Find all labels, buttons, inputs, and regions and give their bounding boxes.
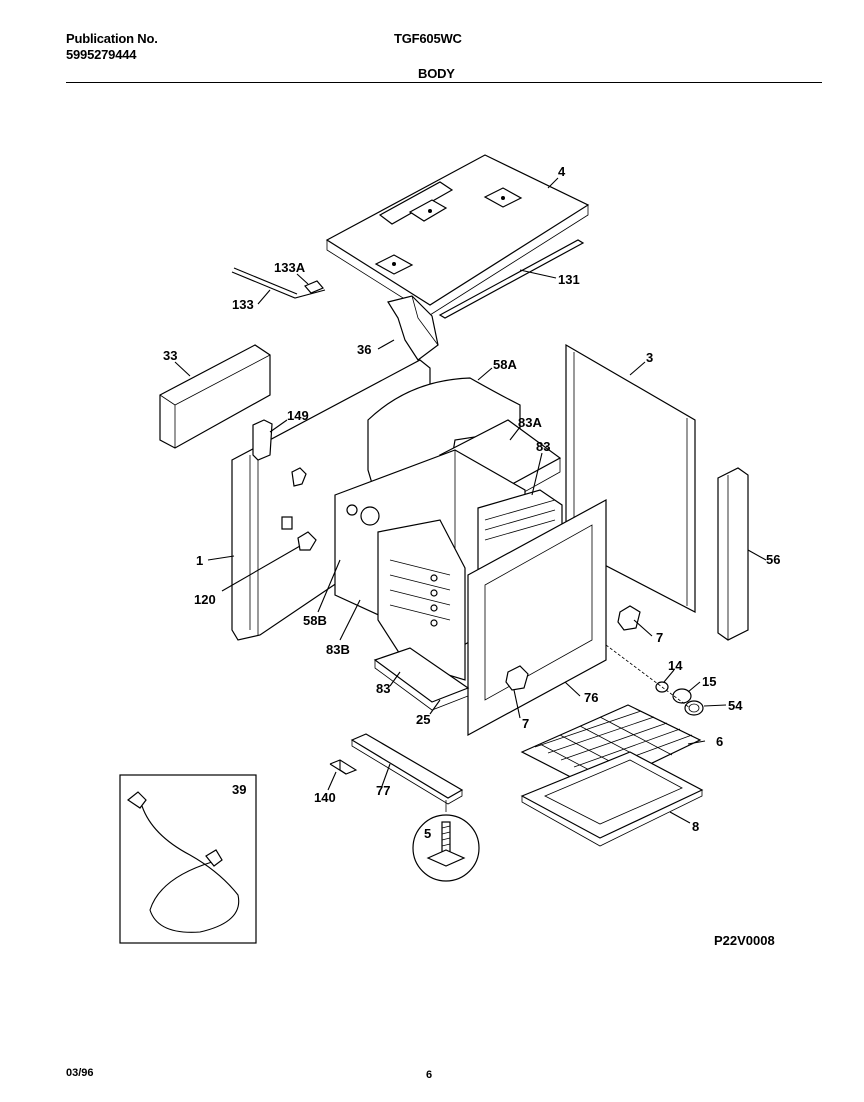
callout-25: 25: [416, 712, 430, 727]
part-front-frame: [467, 498, 607, 737]
callout-83b: 83B: [326, 642, 350, 657]
leader-lines: [174, 177, 767, 824]
callout-133: 133: [232, 297, 254, 312]
callout-4: 4: [558, 164, 566, 179]
part-clip-140: [329, 759, 358, 775]
part-strip-131: [438, 239, 585, 319]
part-trim-strip-56: [717, 467, 749, 641]
callout-131: 131: [558, 272, 580, 287]
part-bottom-pan-25: [373, 647, 470, 711]
callout-77: 77: [376, 783, 390, 798]
part-hinge-lower: [505, 665, 529, 691]
callout-83-top: 83: [536, 439, 550, 454]
callout-8: 8: [692, 819, 699, 834]
callout-3: 3: [646, 350, 653, 365]
callout-83-bottom: 83: [376, 681, 390, 696]
callout-83a: 83A: [518, 415, 542, 430]
callout-140: 140: [314, 790, 336, 805]
part-top-panel: [325, 154, 590, 316]
callout-39: 39: [232, 782, 246, 797]
callout-33: 33: [163, 348, 177, 363]
callout-76: 76: [584, 690, 598, 705]
section-title: BODY: [418, 66, 455, 81]
callout-6: 6: [716, 734, 723, 749]
part-leg-bracket-77: [350, 733, 464, 812]
diagram-code: P22V0008: [714, 933, 775, 948]
callout-133a: 133A: [274, 260, 306, 275]
callout-7-top: 7: [656, 630, 663, 645]
publication-label: Publication No.: [66, 31, 158, 46]
part-leveling-leg-5: [412, 814, 480, 882]
part-bracket-133: [231, 267, 326, 299]
part-light-bulb-15: [672, 688, 692, 704]
callout-36: 36: [357, 342, 371, 357]
callout-56: 56: [766, 552, 780, 567]
callout-58a: 58A: [493, 357, 517, 372]
callout-149: 149: [287, 408, 309, 423]
footer-date: 03/96: [66, 1067, 94, 1079]
part-power-cord-39: [119, 774, 257, 944]
callout-1: 1: [196, 553, 203, 568]
part-hinge-upper: [617, 605, 641, 631]
callout-58b: 58B: [303, 613, 327, 628]
part-side-liner-83-lower: [377, 519, 466, 681]
callout-120: 120: [194, 592, 216, 607]
part-box-33: [159, 344, 271, 449]
callout-14: 14: [668, 658, 683, 673]
publication-number: 5995279444: [66, 47, 137, 62]
callout-15: 15: [702, 674, 716, 689]
footer-page-number: 6: [426, 1069, 433, 1081]
model-number: TGF605WC: [394, 31, 462, 46]
header-rule: [66, 82, 822, 83]
callout-7-bottom: 7: [522, 716, 529, 731]
part-light-cover-54: [684, 700, 704, 716]
part-broiler-pan-8: [520, 751, 704, 847]
callout-54: 54: [728, 698, 743, 713]
part-duct-36: [387, 295, 439, 361]
callout-5: 5: [424, 826, 431, 841]
